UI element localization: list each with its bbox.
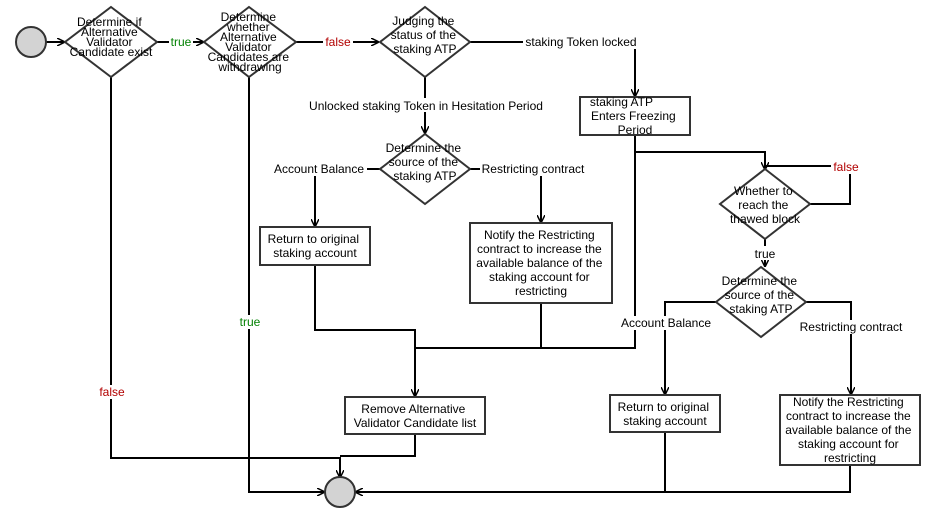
- text-candidate-exist: Determine if Alternative Validator Candi…: [70, 15, 153, 59]
- decision-thawed-block: [718, 167, 812, 241]
- edge-d4-to-notify1: [470, 168, 541, 222]
- decision-atp-source-1: [378, 132, 472, 206]
- edge-remove-to-end: [340, 434, 416, 457]
- text-return-original-2: Return to original staking account: [618, 400, 713, 428]
- text-atp-source-2: Determine the source of the staking ATP: [722, 274, 801, 316]
- return-original-box-2: [609, 394, 721, 433]
- end-node: [324, 476, 356, 508]
- edge-notify1-to-remove: [415, 303, 542, 349]
- edge-d2-true-to-end: [248, 77, 324, 492]
- edge-d6-to-return2: [665, 301, 720, 394]
- edge-label-false-1: false: [325, 35, 351, 49]
- text-atp-source-1: Determine the source of the staking ATP: [386, 141, 465, 183]
- edge-d3-to-freeze: [470, 41, 635, 96]
- edge-d1-false-to-end: [110, 77, 340, 477]
- edge-d6-to-notify2: [806, 301, 851, 394]
- edge-label-true-1: true: [171, 35, 192, 49]
- edge-d5-false-loop: [765, 165, 851, 205]
- edge-label-token-locked: staking Token locked: [525, 35, 636, 49]
- text-return-original-1: Return to original staking account: [268, 232, 363, 260]
- notify-restricting-box-2: [779, 394, 921, 466]
- edge-return2-to-end: [356, 432, 666, 492]
- decision-atp-source-2: [714, 265, 808, 339]
- edge-freeze-to-remove: [415, 135, 636, 349]
- text-remove-candidate: Remove Alternative Validator Candidate l…: [354, 402, 477, 430]
- edge-label-false-3: false: [833, 160, 859, 174]
- text-thawed-block: Whether to reach the thawed block: [730, 184, 801, 226]
- edge-label-true-3: true: [755, 247, 776, 261]
- remove-candidate-box: [344, 396, 486, 435]
- text-notify-restricting-1: Notify the Restricting contract to incre…: [476, 228, 605, 298]
- text-token-status: Judging the status of the staking ATP: [391, 14, 460, 56]
- return-original-box-1: [259, 226, 371, 266]
- decision-withdrawing: [202, 5, 298, 79]
- edge-label-unlocked: Unlocked staking Token in Hesitation Per…: [309, 99, 543, 113]
- start-node: [15, 26, 47, 58]
- edge-label-true-2: true: [240, 315, 261, 329]
- edge-return1-to-remove: [314, 265, 415, 396]
- text-withdrawing: Determine whether Alternative Validator …: [208, 10, 293, 74]
- edge-label-account-balance-1: Account Balance: [274, 162, 364, 176]
- decision-token-status: [378, 5, 472, 79]
- decision-candidate-exist: [63, 5, 159, 79]
- edge-notify2-to-end: [665, 465, 851, 493]
- text-freezing-period: staking ATP Enters Freezing Period: [590, 95, 679, 137]
- edge-label-false-2: false: [99, 385, 125, 399]
- edge-freeze-to-d5: [635, 151, 765, 169]
- edge-label-restricting-2: Restricting contract: [800, 320, 903, 334]
- edge-d4-to-return1: [315, 168, 380, 226]
- notify-restricting-box-1: [469, 222, 613, 304]
- text-notify-restricting-2: Notify the Restricting contract to incre…: [785, 395, 914, 465]
- edge-label-restricting-1: Restricting contract: [482, 162, 585, 176]
- edge-label-account-balance-2: Account Balance: [621, 316, 711, 330]
- freezing-period-box: [579, 96, 691, 136]
